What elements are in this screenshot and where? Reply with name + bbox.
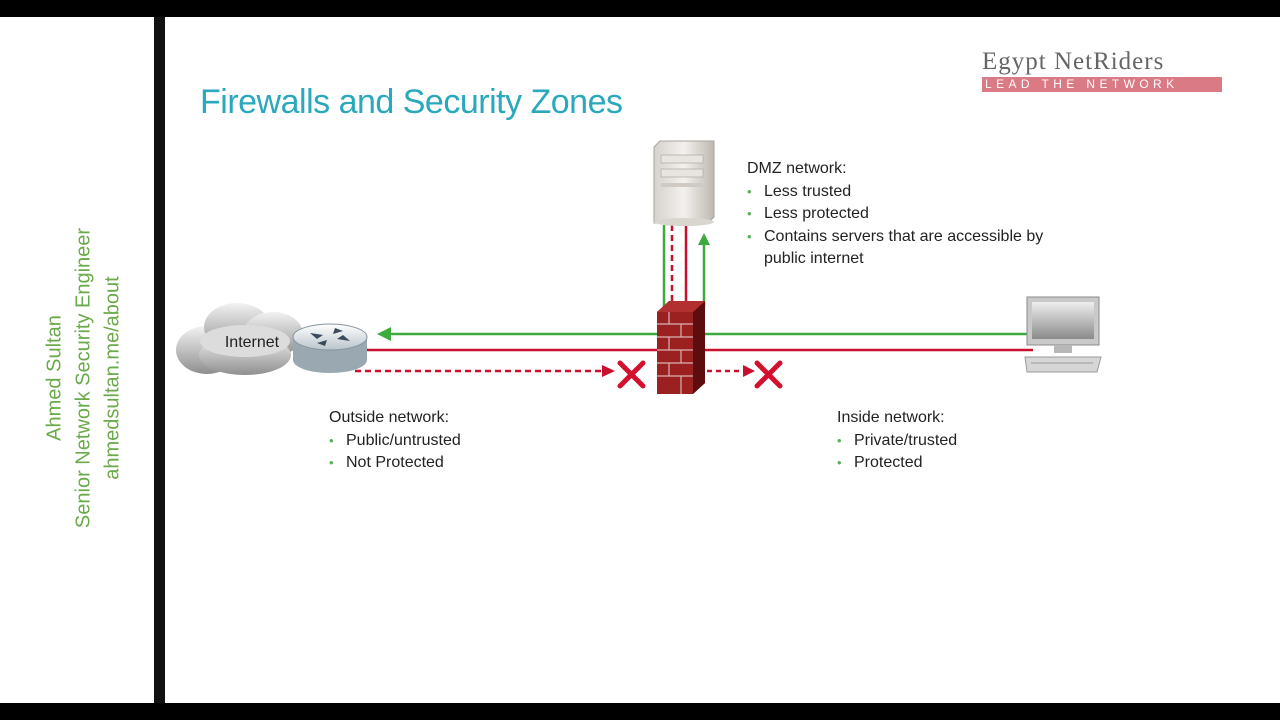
slide: Firewalls and Security Zones Egypt NetRi… [165,17,1280,703]
inside-bullet: Protected [837,452,1057,475]
dmz-heading: DMZ network: [747,160,847,177]
inside-blocked-arrowhead [743,365,755,377]
dmz-bullet: Less protected [747,203,1047,226]
dmz-server-icon [653,140,715,226]
dmz-network-description: DMZ network: Less trusted Less protected… [747,158,1047,271]
logo-tagline: LEAD THE NETWORK [982,77,1222,92]
internet-label: Internet [225,334,280,351]
outside-bullet: Not Protected [329,452,549,475]
allowed-flows [377,225,1033,341]
dmz-bullet: Contains servers that are accessible by … [747,226,1047,271]
blocked-x-icon [754,360,783,389]
inside-network-description: Inside network: Private/trusted Protecte… [837,407,1057,475]
blocked-x-icon [617,360,646,389]
panel-divider [154,17,165,703]
router-icon [292,323,368,373]
top-letterbox-bar [0,0,1280,17]
inside-pc-icon [1024,296,1102,373]
dmz-up-arrowhead [698,233,710,245]
brand-logo: Egypt NetRiders LEAD THE NETWORK [982,48,1222,92]
outbound-arrowhead [377,327,391,341]
internet-cloud-icon [176,303,303,375]
outside-blocked-arrowhead [602,365,615,377]
outside-bullet: Public/untrusted [329,430,549,453]
dmz-bullet: Less trusted [747,181,1047,204]
inside-heading: Inside network: [837,409,945,426]
logo-name: Egypt NetRiders [982,48,1165,75]
author-credit: Ahmed Sultan Senior Network Security Eng… [41,228,128,528]
inside-bullet: Private/trusted [837,430,1057,453]
outside-network-description: Outside network: Public/untrusted Not Pr… [329,407,549,475]
slide-title: Firewalls and Security Zones [200,83,623,121]
bottom-letterbox-bar [0,703,1280,720]
firewall-icon [657,301,705,394]
network-diagram: Internet [176,140,1102,394]
author-name: Ahmed Sultan [43,315,66,441]
author-panel [0,17,154,703]
outside-heading: Outside network: [329,409,450,426]
author-role: Senior Network Security Engineer [72,227,95,529]
author-website: ahmedsultan.me/about [101,276,124,480]
